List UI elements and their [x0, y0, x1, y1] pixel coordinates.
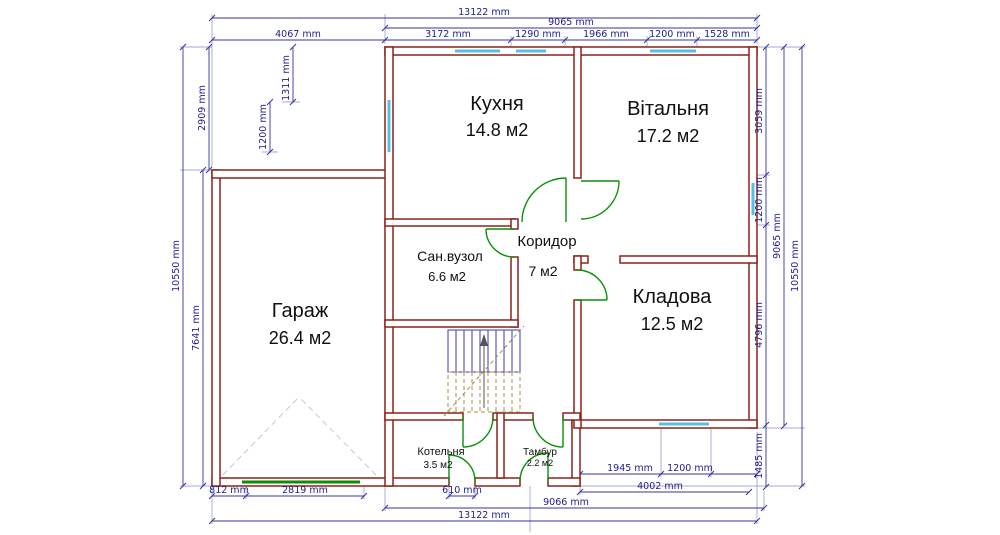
room-label-living-area: 17.2 м2	[637, 126, 699, 146]
wall-kitchen-living-divider	[573, 46, 582, 179]
room-label-kitchen-name: Кухня	[470, 93, 524, 115]
dim-top-seg-6: 1528 mm	[704, 29, 750, 40]
room-label-vestibule-area: 2.2 м2	[527, 458, 553, 468]
dim-right-10550: 10550 mm	[790, 240, 801, 292]
wall-main-left	[384, 46, 394, 487]
wall-bath-right-a	[510, 218, 519, 230]
room-label-bathroom-name: Сан.вузол	[417, 248, 483, 264]
room-label-garage-name: Гараж	[272, 300, 329, 322]
dim-right-4796: 4796 mm	[754, 302, 765, 348]
dim-top-total: 13122 mm	[458, 7, 510, 18]
dim-left-1200: 1200 mm	[258, 104, 269, 150]
wall-storage-left-b	[573, 299, 582, 429]
dim-left-2909: 2909 mm	[197, 85, 208, 131]
dim-right-1200: 1200 mm	[754, 177, 765, 223]
room-label-bathroom-area: 6.6 м2	[428, 269, 466, 284]
dim-bottom-812: 812 mm	[209, 485, 249, 496]
dim-bottom-610: 610 mm	[442, 485, 482, 496]
room-label-kitchen-area: 14.8 м2	[466, 120, 528, 140]
wall-vestibule-top	[562, 412, 581, 421]
dim-right-1485: 1485 mm	[754, 433, 765, 479]
boiler-exterior-door-icon	[448, 454, 476, 482]
stairs-direction-arrow-icon	[480, 334, 488, 346]
wall-boiler-vestibule-top	[492, 412, 534, 421]
living-door-icon	[580, 180, 620, 220]
kitchen-door-icon	[521, 177, 567, 223]
dim-right-3059: 3059 mm	[754, 88, 765, 134]
wall-bath-bottom	[384, 319, 519, 328]
vestibule-entry-door-icon	[519, 452, 549, 482]
room-label-vestibule-name: Тамбур	[523, 446, 557, 458]
storage-door-icon	[576, 269, 608, 301]
dim-left-7641: 7641 mm	[191, 305, 202, 351]
dim-bottom-2819: 2819 mm	[282, 485, 328, 496]
windows	[387, 49, 755, 426]
dim-top-inner: 9065 mm	[548, 17, 594, 28]
wall-boiler-vestibule-divider	[496, 412, 505, 479]
dim-top-seg-4: 1966 mm	[583, 29, 629, 40]
wall-bath-right-b	[510, 256, 519, 328]
room-label-corridor-area: 7 м2	[528, 263, 557, 279]
dim-top-seg-1: 4067 mm	[275, 29, 321, 40]
dim-top-seg-3: 1290 mm	[515, 29, 561, 40]
dim-bottom-1200: 1200 mm	[667, 463, 713, 474]
wall-garage-left	[211, 169, 221, 487]
room-label-storage-area: 12.5 м2	[641, 314, 703, 334]
dim-bottom-9066: 9066 mm	[543, 497, 589, 508]
dim-bottom-4002: 4002 mm	[637, 481, 683, 492]
room-label-boiler-name: Котельня	[417, 446, 464, 458]
room-label-garage-area: 26.4 м2	[269, 328, 331, 348]
wall-living-bottom-b	[619, 255, 758, 264]
dimension-lines	[179, 14, 806, 525]
dim-left-10550: 10550 mm	[171, 240, 182, 292]
wall-vestibule-right	[571, 419, 581, 487]
room-label-boiler-area: 3.5 м2	[423, 460, 453, 471]
vestibule-corridor-door-icon	[532, 416, 564, 448]
wall-boiler-top	[384, 412, 464, 421]
garage-roof-dashed-outline	[215, 396, 384, 483]
wall-storage-left-a	[573, 255, 582, 271]
room-label-living-name: Вітальня	[627, 98, 709, 120]
dimension-labels: 13122 mm 9065 mm 4067 mm 3172 mm 1290 mm…	[171, 7, 801, 521]
bathroom-door-icon	[485, 228, 515, 258]
wall-top	[384, 46, 758, 56]
dim-bottom-13122: 13122 mm	[458, 510, 510, 521]
dim-top-seg-5: 1200 mm	[649, 29, 695, 40]
doors	[242, 177, 620, 484]
stairs-icon	[443, 325, 525, 417]
room-labels: Кухня 14.8 м2 Вітальня 17.2 м2 Коридор 7…	[269, 93, 712, 471]
wall-garage-top	[211, 169, 391, 179]
dim-right-9065: 9065 mm	[772, 213, 783, 259]
boiler-door-icon	[462, 416, 494, 448]
dim-bottom-1945: 1945 mm	[607, 463, 653, 474]
wall-bath-top	[384, 218, 516, 227]
dim-top-seg-2: 3172 mm	[425, 29, 471, 40]
extension-lines	[180, 14, 805, 532]
dim-left-1311: 1311 mm	[281, 55, 292, 101]
wall-bottom-vestibule	[547, 477, 581, 487]
room-label-storage-name: Кладова	[633, 286, 713, 308]
room-label-corridor-name: Коридор	[517, 233, 576, 250]
